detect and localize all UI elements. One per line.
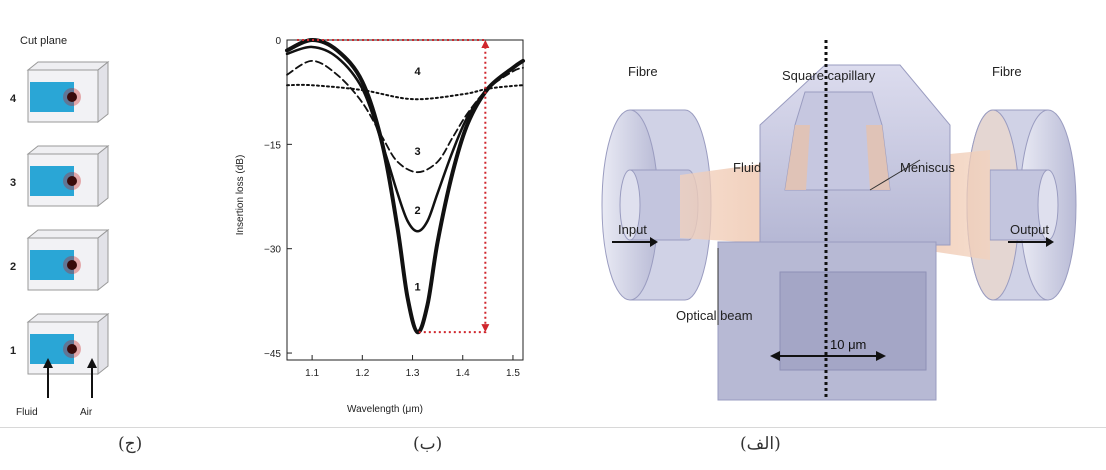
fluid-region: [30, 334, 74, 364]
caption-a: (الف): [740, 434, 781, 454]
panel-insertion-loss-chart: 1.1 1.2 1.3 1.4 1.5 0 −15 −30 −45 1 2 3 4 Wavelengt…: [225, 0, 535, 430]
marker-arrow-bottom: [481, 324, 490, 333]
row-label-1: 1: [10, 345, 16, 357]
x-axis-label: Wavelength (μm): [347, 404, 423, 415]
series-line-4: [286, 83, 524, 101]
output-label: Output: [1010, 222, 1049, 237]
x-tick-label: 1.5: [506, 368, 520, 379]
panel-capillary-schematic: Fibre Fibre Square capillary Fluid Menis…: [570, 0, 1106, 430]
y-tick-label: −30: [264, 245, 281, 256]
fluid-label: Fluid: [16, 407, 38, 418]
air-arrowhead: [87, 358, 97, 368]
series-line-2: [285, 45, 525, 233]
y-axis-label: Insertion loss (dB): [235, 155, 246, 236]
x-tick-label: 1.2: [355, 368, 369, 379]
square-capillary-label: Square capillary: [782, 68, 876, 83]
cut-plane-row-3: 3: [10, 144, 110, 208]
series-line-3: [286, 59, 524, 174]
series-line-1: [285, 37, 525, 335]
series-label-2: 2: [414, 205, 420, 217]
beam-spot-core: [67, 344, 77, 354]
panel-cut-plane: Cut plane 4 3 2 1 Fluid Air: [0, 0, 150, 430]
row-label-4: 4: [10, 93, 17, 105]
fluid-region: [30, 166, 74, 196]
fluid-region: [30, 82, 74, 112]
plot-frame: [286, 39, 524, 361]
cut-plane-row-4: 4: [10, 60, 110, 124]
fibre-right-label: Fibre: [992, 64, 1022, 79]
y-tick-label: −45: [264, 349, 281, 360]
cut-plane-title: Cut plane: [20, 35, 67, 47]
x-tick-label: 1.1: [305, 368, 319, 379]
air-label: Air: [80, 407, 93, 418]
fibre-left-label: Fibre: [628, 64, 658, 79]
fluid-region: [30, 250, 74, 280]
capillary-schematic: Fibre Fibre Square capillary Fluid Menis…: [601, 40, 1077, 401]
row-label-2: 2: [10, 261, 16, 273]
beam-spot-core: [67, 260, 77, 270]
beam-spot-core: [67, 176, 77, 186]
cut-plane-row-2: 2: [10, 228, 110, 292]
input-label: Input: [618, 222, 647, 237]
row-label-3: 3: [10, 177, 16, 189]
scale-label: 10 μm: [830, 337, 866, 352]
caption-c: (ج): [118, 434, 143, 454]
series-label-4: 4: [414, 66, 421, 78]
cut-plane-figure: Cut plane 4 3 2 1 Fluid Air: [10, 35, 110, 418]
beam-spot-core: [67, 92, 77, 102]
series-label-1: 1: [414, 281, 420, 293]
insertion-loss-chart: 1.1 1.2 1.3 1.4 1.5 0 −15 −30 −45 1 2 3 4 Wavelengt…: [235, 36, 525, 415]
fluid-label-a: Fluid: [733, 160, 761, 175]
marker-arrow-top: [481, 40, 490, 48]
caption-divider: [0, 427, 1106, 428]
x-tick-label: 1.4: [456, 368, 470, 379]
y-tick-label: −15: [264, 140, 281, 151]
optical-beam-label: Optical beam: [676, 308, 753, 323]
caption-b: (ب): [413, 434, 443, 454]
series-label-3: 3: [414, 146, 420, 158]
meniscus-label: Meniscus: [900, 160, 955, 175]
x-tick-label: 1.3: [406, 368, 420, 379]
fluid-arrowhead: [43, 358, 53, 368]
cut-plane-row-1: 1: [10, 312, 110, 376]
y-tick-label: 0: [275, 36, 281, 47]
